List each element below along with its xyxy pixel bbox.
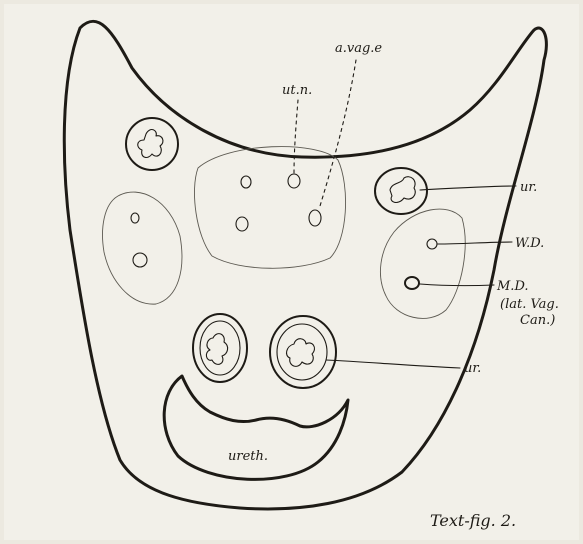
- label-m-d-note-1: (lat. Vag.: [500, 297, 559, 312]
- label-m-d: M.D.: [496, 279, 529, 294]
- label-ur-lower: ur.: [464, 361, 481, 376]
- label-a-vag-e: a.vag.e: [335, 41, 382, 56]
- label-ut-n: ut.n.: [282, 83, 312, 98]
- figure-caption: Text-fig. 2.: [430, 511, 516, 530]
- label-ureth: ureth.: [228, 449, 268, 464]
- label-ur-upper: ur.: [520, 180, 537, 195]
- label-w-d: W.D.: [515, 236, 544, 251]
- label-m-d-note-2: Can.): [520, 313, 555, 328]
